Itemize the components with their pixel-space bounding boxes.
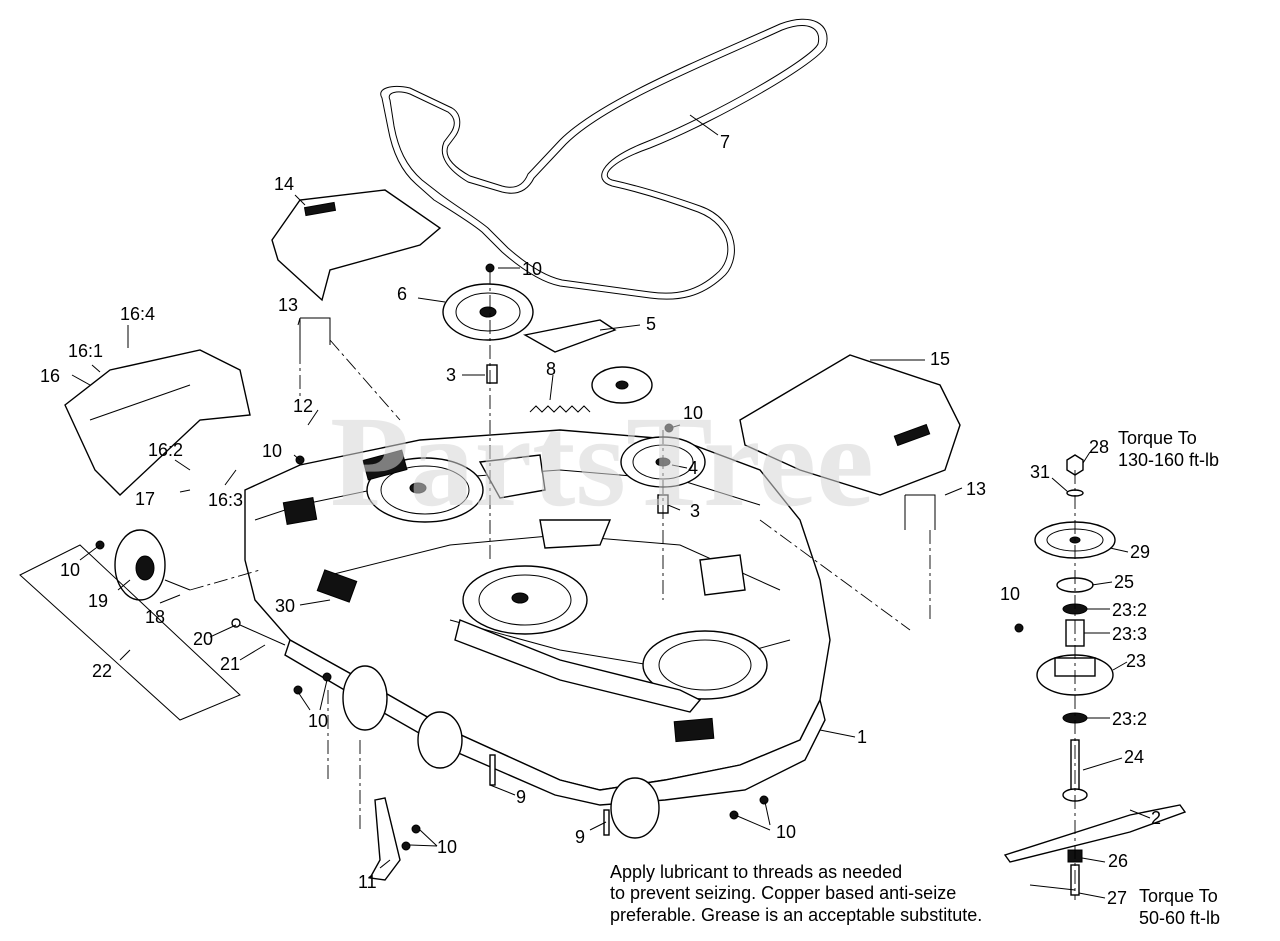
label-20: 20: [193, 629, 213, 649]
label-24: 24: [1124, 747, 1144, 767]
pulley-part-6: [442, 283, 534, 341]
label-23-2b: 23:2: [1112, 709, 1147, 729]
label-9a: 9: [516, 787, 526, 807]
leader-lines: [71, 114, 1151, 899]
label-2: 2: [1151, 808, 1161, 828]
label-6: 6: [397, 284, 407, 304]
gauge-wheels: [114, 529, 660, 839]
label-10b: 10: [683, 403, 703, 423]
label-26: 26: [1108, 851, 1128, 871]
watermark: PartsTree: [330, 390, 874, 534]
idler-arm-part-5: [523, 319, 653, 404]
hardware-bolts: [95, 263, 1024, 881]
label-7: 7: [720, 132, 730, 152]
spindle-assembly: [1003, 454, 1187, 896]
label-16-4: 16:4: [120, 304, 155, 324]
label-22: 22: [92, 661, 112, 681]
label-25: 25: [1114, 572, 1134, 592]
belt-cover-part-15: [739, 354, 961, 496]
torque-note-bottom-line1: Torque To: [1139, 886, 1218, 906]
label-28: 28: [1089, 437, 1109, 457]
deflector-cover-part-16: [64, 349, 251, 496]
label-21: 21: [220, 654, 240, 674]
label-10c: 10: [262, 441, 282, 461]
label-29: 29: [1130, 542, 1150, 562]
label-3a: 3: [446, 365, 456, 385]
label-18: 18: [145, 607, 165, 627]
label-10h: 10: [1000, 584, 1020, 604]
lubricant-note: Apply lubricant to threads as needed to …: [610, 862, 982, 925]
label-1: 1: [857, 727, 867, 747]
label-15: 15: [930, 349, 950, 369]
label-9b: 9: [575, 827, 585, 847]
label-13b: 13: [966, 479, 986, 499]
label-3b: 3: [690, 501, 700, 521]
label-23-2a: 23:2: [1112, 600, 1147, 620]
label-10g: 10: [776, 822, 796, 842]
label-10e: 10: [308, 711, 328, 731]
label-10a: 10: [522, 259, 542, 279]
label-10f: 10: [437, 837, 457, 857]
label-16-2: 16:2: [148, 440, 183, 460]
label-13a: 13: [278, 295, 298, 315]
label-16-1: 16:1: [68, 341, 103, 361]
label-27: 27: [1107, 888, 1127, 908]
lubricant-note-line2: to prevent seizing. Copper based anti-se…: [610, 883, 956, 903]
label-16-3: 16:3: [208, 490, 243, 510]
label-11: 11: [358, 872, 377, 892]
label-4: 4: [688, 458, 698, 478]
label-31: 31: [1030, 462, 1050, 482]
label-16: 16: [40, 366, 60, 386]
lubricant-note-line3: preferable. Grease is an acceptable subs…: [610, 905, 982, 925]
label-12: 12: [293, 396, 313, 416]
torque-note-bottom-line2: 50-60 ft-lb: [1139, 908, 1220, 928]
label-23-3: 23:3: [1112, 624, 1147, 644]
torque-note-top-line2: 130-160 ft-lb: [1118, 450, 1219, 470]
label-30: 30: [275, 596, 295, 616]
label-23: 23: [1126, 651, 1146, 671]
torque-note-top-line1: Torque To: [1118, 428, 1197, 448]
label-19: 19: [88, 591, 108, 611]
label-10d: 10: [60, 560, 80, 580]
lubricant-note-line1: Apply lubricant to threads as needed: [610, 862, 902, 882]
label-14: 14: [274, 174, 294, 194]
belt-part-7: [380, 18, 828, 300]
belt-cover-part-14: [271, 189, 442, 302]
label-5: 5: [646, 314, 656, 334]
label-8: 8: [546, 359, 556, 379]
torque-note-top: Torque To 130-160 ft-lb: [1118, 428, 1219, 470]
torque-note-bottom: Torque To 50-60 ft-lb: [1139, 886, 1220, 928]
part-labels: 1 2 3 3 4 5 6 7 8 9 9 10 10 10 10 10 10 …: [40, 132, 1161, 908]
assembly-centerlines: [19, 270, 1076, 900]
label-17: 17: [135, 489, 155, 509]
spring-part-8: [529, 405, 591, 413]
deck-shell-part-1: [244, 429, 831, 806]
